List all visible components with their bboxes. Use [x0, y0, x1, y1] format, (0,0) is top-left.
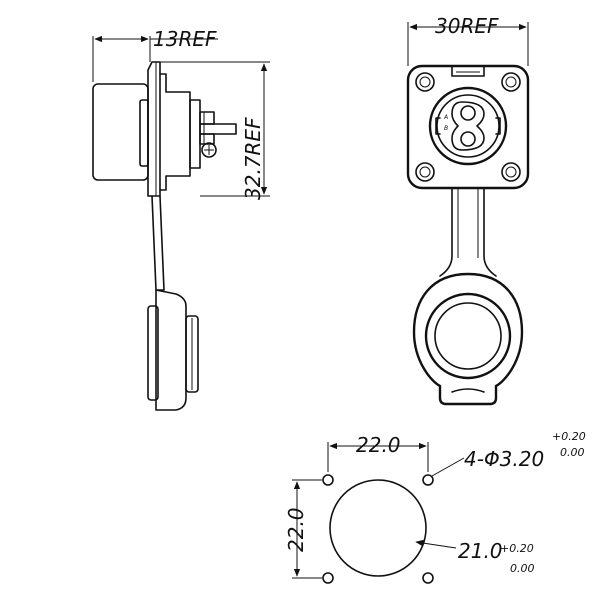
side-cap-outer [155, 289, 187, 411]
cutout-hole-bottom-right [422, 572, 434, 584]
side-body-groove [139, 99, 149, 167]
side-terminal-pin [199, 123, 237, 135]
hole-label-main: 4-Φ3.20 [464, 447, 544, 471]
hole-top-right [501, 72, 521, 92]
front-width-label: 30REF [435, 14, 499, 38]
side-view: 13REF 32.7REF [92, 27, 270, 411]
screw-icon [201, 142, 217, 158]
socket-inner-ring [436, 94, 500, 158]
hole-bottom-left [415, 162, 435, 182]
side-cap-grip [185, 315, 199, 393]
hole-tol-lower: 0.00 [560, 446, 585, 459]
cutout-hole-top-right [422, 474, 434, 486]
cutout-hole-top-left [322, 474, 334, 486]
front-cap-ring-inner [434, 302, 502, 370]
front-strap-right [483, 187, 497, 277]
front-top-tab [451, 65, 485, 77]
pin-mark-a: A [443, 114, 448, 121]
hole-bottom-right-inner [505, 166, 517, 178]
hole-bottom-right [501, 162, 521, 182]
pin-b [460, 131, 476, 147]
center-tol-lower: 0.00 [510, 562, 535, 575]
panel-cutout: 22.0 22.0 4-Φ3.20 +0.20 0.00 21.0 +0.20 … [284, 430, 586, 584]
hole-tol-upper: +0.20 [552, 430, 586, 443]
hole-top-right-inner [505, 76, 517, 88]
front-view: 30REF A B [406, 14, 530, 406]
side-tether-strap [151, 195, 165, 291]
socket-outer-ring [428, 86, 508, 166]
center-leader-line [415, 539, 457, 549]
side-rear-boss [189, 99, 201, 169]
side-height-label: 32.7REF [241, 117, 265, 200]
hole-leader-line [431, 457, 465, 477]
hole-top-left [415, 72, 435, 92]
pin-a [460, 105, 476, 121]
front-cap-outer [412, 272, 524, 406]
center-tol-upper: +0.20 [500, 542, 534, 555]
front-cap-ring-outer [424, 292, 512, 380]
mounting-holes [415, 72, 521, 182]
pin-mark-b: B [444, 125, 448, 132]
center-label-main: 21.0 [458, 539, 503, 563]
socket-key-right [495, 117, 501, 135]
side-terminal-block-top [199, 111, 215, 125]
side-flange [147, 61, 161, 197]
socket-key-left [435, 117, 441, 135]
cutout-y-label: 22.0 [284, 507, 308, 552]
front-flange [406, 64, 530, 190]
hole-top-left-inner [419, 76, 431, 88]
cutout-hole-bottom-left [322, 572, 334, 584]
hole-bottom-left-inner [419, 166, 431, 178]
cutout-x-label: 22.0 [356, 433, 401, 457]
side-rear-housing [159, 73, 191, 191]
front-cap-pull-tab [451, 388, 485, 393]
side-cap-plug [147, 305, 159, 401]
cutout-center-circle [329, 479, 427, 577]
front-strap-left [439, 187, 453, 277]
side-width-label: 13REF [153, 27, 217, 51]
socket-pin-insert [451, 101, 485, 151]
